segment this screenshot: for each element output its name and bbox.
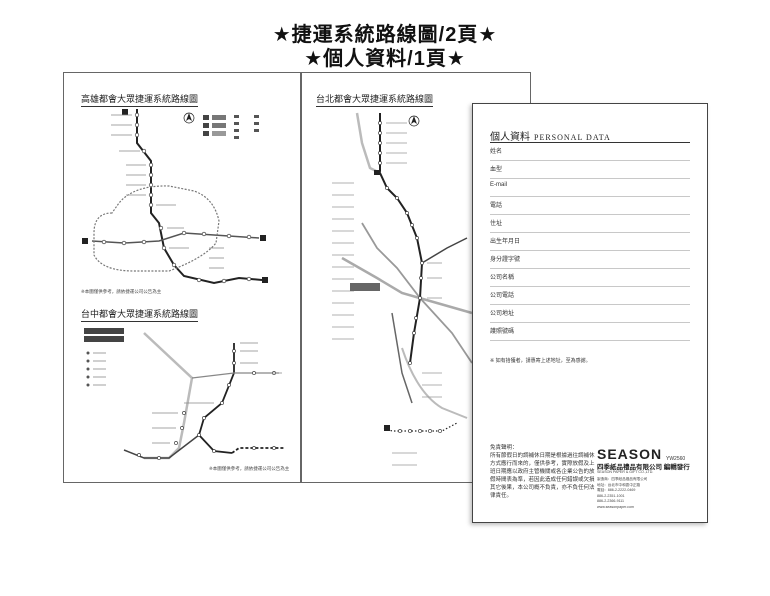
taichung-note: ※本圖僅供參考，請依捷運公司公告為主 — [209, 466, 290, 471]
taipei-map — [332, 112, 473, 466]
field-label: 護照號碼 — [490, 329, 515, 335]
field-label: 出生年月日 — [490, 239, 521, 245]
field-label: 電話 — [490, 203, 503, 209]
headline-pages-metro: ★捷運系統路線圖/2頁★ — [272, 24, 498, 46]
return-note: ※ 如有拾獲者，請惠寄上述地址，至為感謝。 — [490, 358, 591, 364]
field-label: 公司電話 — [490, 293, 515, 299]
page-personal-data: 個人資料 PERSONAL DATA 姓名 血型 E-mail 電話 住址 出生年… — [472, 103, 708, 523]
field-label: 公司名稱 — [490, 275, 515, 281]
disclaimer-title: 免責聲明： — [490, 445, 518, 451]
field-label: 公司地址 — [490, 311, 515, 317]
contact-line: 886-2-2351-1001 — [597, 493, 625, 498]
contact-line: 製造商：四季紙品禮品有限公司 — [597, 477, 648, 481]
field-company-address[interactable]: 公司地址 — [490, 305, 690, 323]
field-email[interactable]: E-mail — [490, 179, 690, 197]
contact-line: 886-2-2366-9111 — [597, 499, 625, 503]
field-id-number[interactable]: 身分證字號 — [490, 251, 690, 269]
field-passport[interactable]: 護照號碼 — [490, 323, 690, 341]
field-phone[interactable]: 電話 — [490, 197, 690, 215]
disclaimer: 免責聲明： 所有節假日的調補休日期是根據過往調補休方式應行而來的，僅供參考，實際… — [490, 444, 595, 500]
field-company-name[interactable]: 公司名稱 — [490, 269, 690, 287]
field-name[interactable]: 姓名 — [490, 143, 690, 161]
field-birthday[interactable]: 出生年月日 — [490, 233, 690, 251]
contact-line: www.seasonpaper.com — [597, 504, 634, 509]
taipei-title: 台北都會大眾捷運系統路線圖 — [316, 92, 434, 107]
taichung-title: 台中都會大眾捷運系統路線圖 — [81, 307, 199, 322]
taichung-map — [84, 328, 284, 460]
personal-data-title-zh: 個人資料 — [490, 132, 530, 143]
field-blood-type[interactable]: 血型 — [490, 161, 690, 179]
field-label: 姓名 — [490, 149, 503, 155]
contact-info: 製造商：四季紙品禮品有限公司 地址：台北市中和區中正路 電話：886-2-222… — [597, 477, 647, 510]
model-number: YW2560 — [666, 456, 686, 462]
kaohsiung-map — [82, 109, 268, 285]
contact-line: 電話：886-2-2222-0469 — [597, 488, 636, 492]
company-name-en: SEASON PAPER & GIFT CO.,LTD. — [597, 470, 654, 474]
company-name: 四季紙品禮品有限公司 編輯發行 — [597, 464, 690, 471]
field-label: 血型 — [490, 167, 503, 173]
page-kaohsiung-taichung: 高雄都會大眾捷運系統路線圖 — [63, 72, 301, 483]
contact-line: 地址：台北市中和區中正路 — [597, 482, 641, 487]
field-label: 身分證字號 — [490, 257, 521, 263]
headline-pages-personal: ★個人資料/1頁★ — [304, 48, 466, 70]
kaohsiung-title: 高雄都會大眾捷運系統路線圖 — [81, 92, 199, 107]
field-label: 住址 — [490, 221, 503, 227]
field-company-phone[interactable]: 公司電話 — [490, 287, 690, 305]
field-address[interactable]: 住址 — [490, 215, 690, 233]
season-logo: SEASON — [597, 446, 663, 462]
personal-data-title-en: PERSONAL DATA — [534, 133, 611, 142]
personal-data-title: 個人資料 PERSONAL DATA — [490, 128, 611, 143]
field-label: E-mail — [490, 182, 508, 188]
kaohsiung-note: ※本圖僅供參考，請依捷運公司公告為主 — [81, 289, 162, 294]
disclaimer-body: 所有節假日的調補休日期是根據過往調補休方式應行而來的，僅供參考，實際放假及上班日… — [490, 453, 595, 499]
title-rule — [490, 142, 690, 143]
